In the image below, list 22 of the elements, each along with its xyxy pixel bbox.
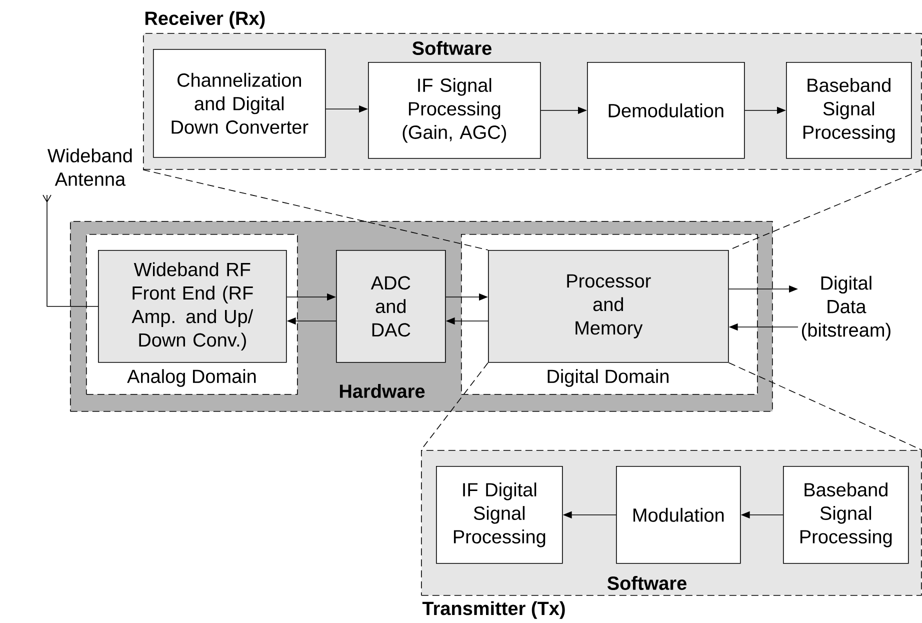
process-box: Channelization and Digital Down Converter bbox=[153, 49, 326, 158]
panel-heading: Hardware bbox=[340, 384, 425, 398]
process-box: Baseband Signal Processing bbox=[786, 62, 912, 159]
process-box: IF Digital Signal Processing bbox=[436, 466, 563, 564]
process-box: Modulation bbox=[616, 466, 741, 564]
data-label: Digital Data (bitstream) bbox=[802, 276, 890, 341]
panel-heading: Transmitter (Tx) bbox=[422, 601, 565, 619]
process-box: IF Signal Processing (Gain, AGC) bbox=[368, 62, 541, 159]
panel-heading: Receiver (Rx) bbox=[145, 11, 265, 29]
domain-label: Digital Domain bbox=[548, 369, 668, 387]
process-box: Processor and Memory bbox=[488, 250, 729, 363]
zoom-line bbox=[142, 169, 488, 250]
process-box: Demodulation bbox=[587, 62, 745, 159]
process-box: ADC and DAC bbox=[336, 250, 446, 363]
antenna-label: Wideband Antenna bbox=[48, 148, 132, 186]
zoom-line bbox=[728, 362, 922, 450]
process-box: Wideband RF Front End (RF Amp. and Up/ Down Conv.) bbox=[98, 250, 287, 363]
process-box: Baseband Signal Processing bbox=[783, 466, 909, 564]
panel-heading: Software bbox=[607, 576, 686, 590]
connector-line bbox=[46, 206, 98, 307]
panel-heading: Software bbox=[412, 41, 492, 55]
domain-label: Analog Domain bbox=[127, 369, 256, 387]
